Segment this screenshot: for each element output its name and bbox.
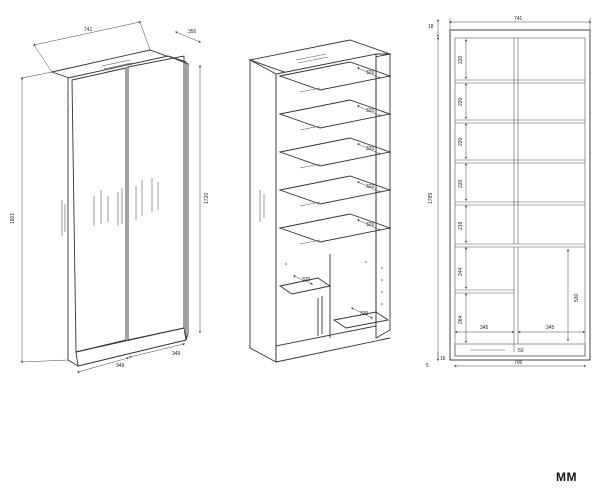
- svg-text:18: 18: [428, 24, 434, 30]
- dim-bottom-thickness: 16 5: [426, 352, 446, 369]
- closed-wardrobe-view: 741 350 1801 1720 349 349: [10, 21, 210, 373]
- closed-side-face: [167, 55, 189, 341]
- front-elevation-view: 741 18 1785 220 220 220 220 219 244: [426, 16, 592, 369]
- svg-text:264: 264: [458, 315, 464, 324]
- svg-text:16: 16: [440, 356, 446, 362]
- svg-text:741: 741: [84, 27, 93, 33]
- svg-text:320: 320: [366, 184, 375, 190]
- svg-text:219: 219: [458, 221, 464, 230]
- svg-text:741: 741: [514, 16, 523, 22]
- shelf-grip-marks: [299, 87, 321, 245]
- svg-text:1801: 1801: [10, 213, 16, 224]
- dim-depth-top: 350: [174, 29, 202, 43]
- open-top-grip-marks: [295, 53, 329, 64]
- open-back-panel: [275, 53, 377, 347]
- svg-text:220: 220: [458, 55, 464, 64]
- svg-text:244: 244: [458, 267, 464, 276]
- side-handle-icon: [259, 190, 265, 222]
- dim-height-total: 1801: [10, 71, 69, 364]
- svg-text:320: 320: [302, 277, 311, 283]
- svg-text:220: 220: [458, 179, 464, 188]
- svg-text:220: 220: [458, 97, 464, 106]
- svg-text:345: 345: [480, 325, 489, 331]
- open-left-side: [249, 59, 277, 363]
- svg-text:320: 320: [366, 70, 375, 76]
- dim-width-top: 741: [32, 21, 151, 73]
- svg-text:349: 349: [172, 351, 181, 357]
- dim-lower-heights: 244 264 530: [458, 246, 580, 344]
- door-left: [71, 67, 127, 353]
- lower-depth-dims: 320 330: [292, 275, 374, 319]
- dim-lower-widths: 345 345: [454, 325, 586, 334]
- dim-plinth-gap: 50: [513, 344, 524, 354]
- svg-text:350: 350: [188, 29, 197, 35]
- svg-text:349: 349: [116, 363, 125, 369]
- dim-front-width: 741: [448, 16, 592, 30]
- svg-text:330: 330: [360, 311, 369, 317]
- svg-text:706: 706: [514, 360, 523, 366]
- open-wardrobe-view: 320 320 320 320 320 320: [248, 39, 392, 363]
- svg-text:320: 320: [366, 108, 375, 114]
- unit-label: MM: [556, 470, 577, 484]
- dim-height-side: 1720: [198, 64, 210, 334]
- dim-bay-heights: 220 220 220 220 219: [458, 38, 468, 244]
- open-right-side: [375, 53, 391, 339]
- shelf-depth-dims: 320 320 320 320 320: [356, 67, 382, 231]
- svg-text:345: 345: [546, 325, 555, 331]
- shelf-pin-holes: [285, 261, 383, 305]
- svg-text:530: 530: [574, 293, 580, 302]
- front-plinth: [454, 343, 586, 357]
- svg-text:320: 320: [366, 222, 375, 228]
- svg-text:1720: 1720: [204, 193, 210, 204]
- svg-text:1785: 1785: [428, 193, 434, 204]
- closed-front-face: [67, 55, 187, 367]
- dim-top-thickness: 18: [428, 18, 440, 38]
- dim-inner-height: 1785: [428, 36, 440, 362]
- svg-text:320: 320: [366, 146, 375, 152]
- svg-text:220: 220: [458, 137, 464, 146]
- svg-text:5: 5: [426, 363, 429, 369]
- shelf: [278, 61, 392, 243]
- top-grip-marks: [101, 59, 135, 73]
- dim-base-width: 706: [453, 360, 587, 368]
- front-shelves: [455, 79, 585, 294]
- dim-door-widths: 349 349: [76, 343, 186, 373]
- svg-text:50: 50: [518, 348, 524, 354]
- handle-icon: [61, 178, 159, 236]
- front-outer-frame: [449, 29, 591, 361]
